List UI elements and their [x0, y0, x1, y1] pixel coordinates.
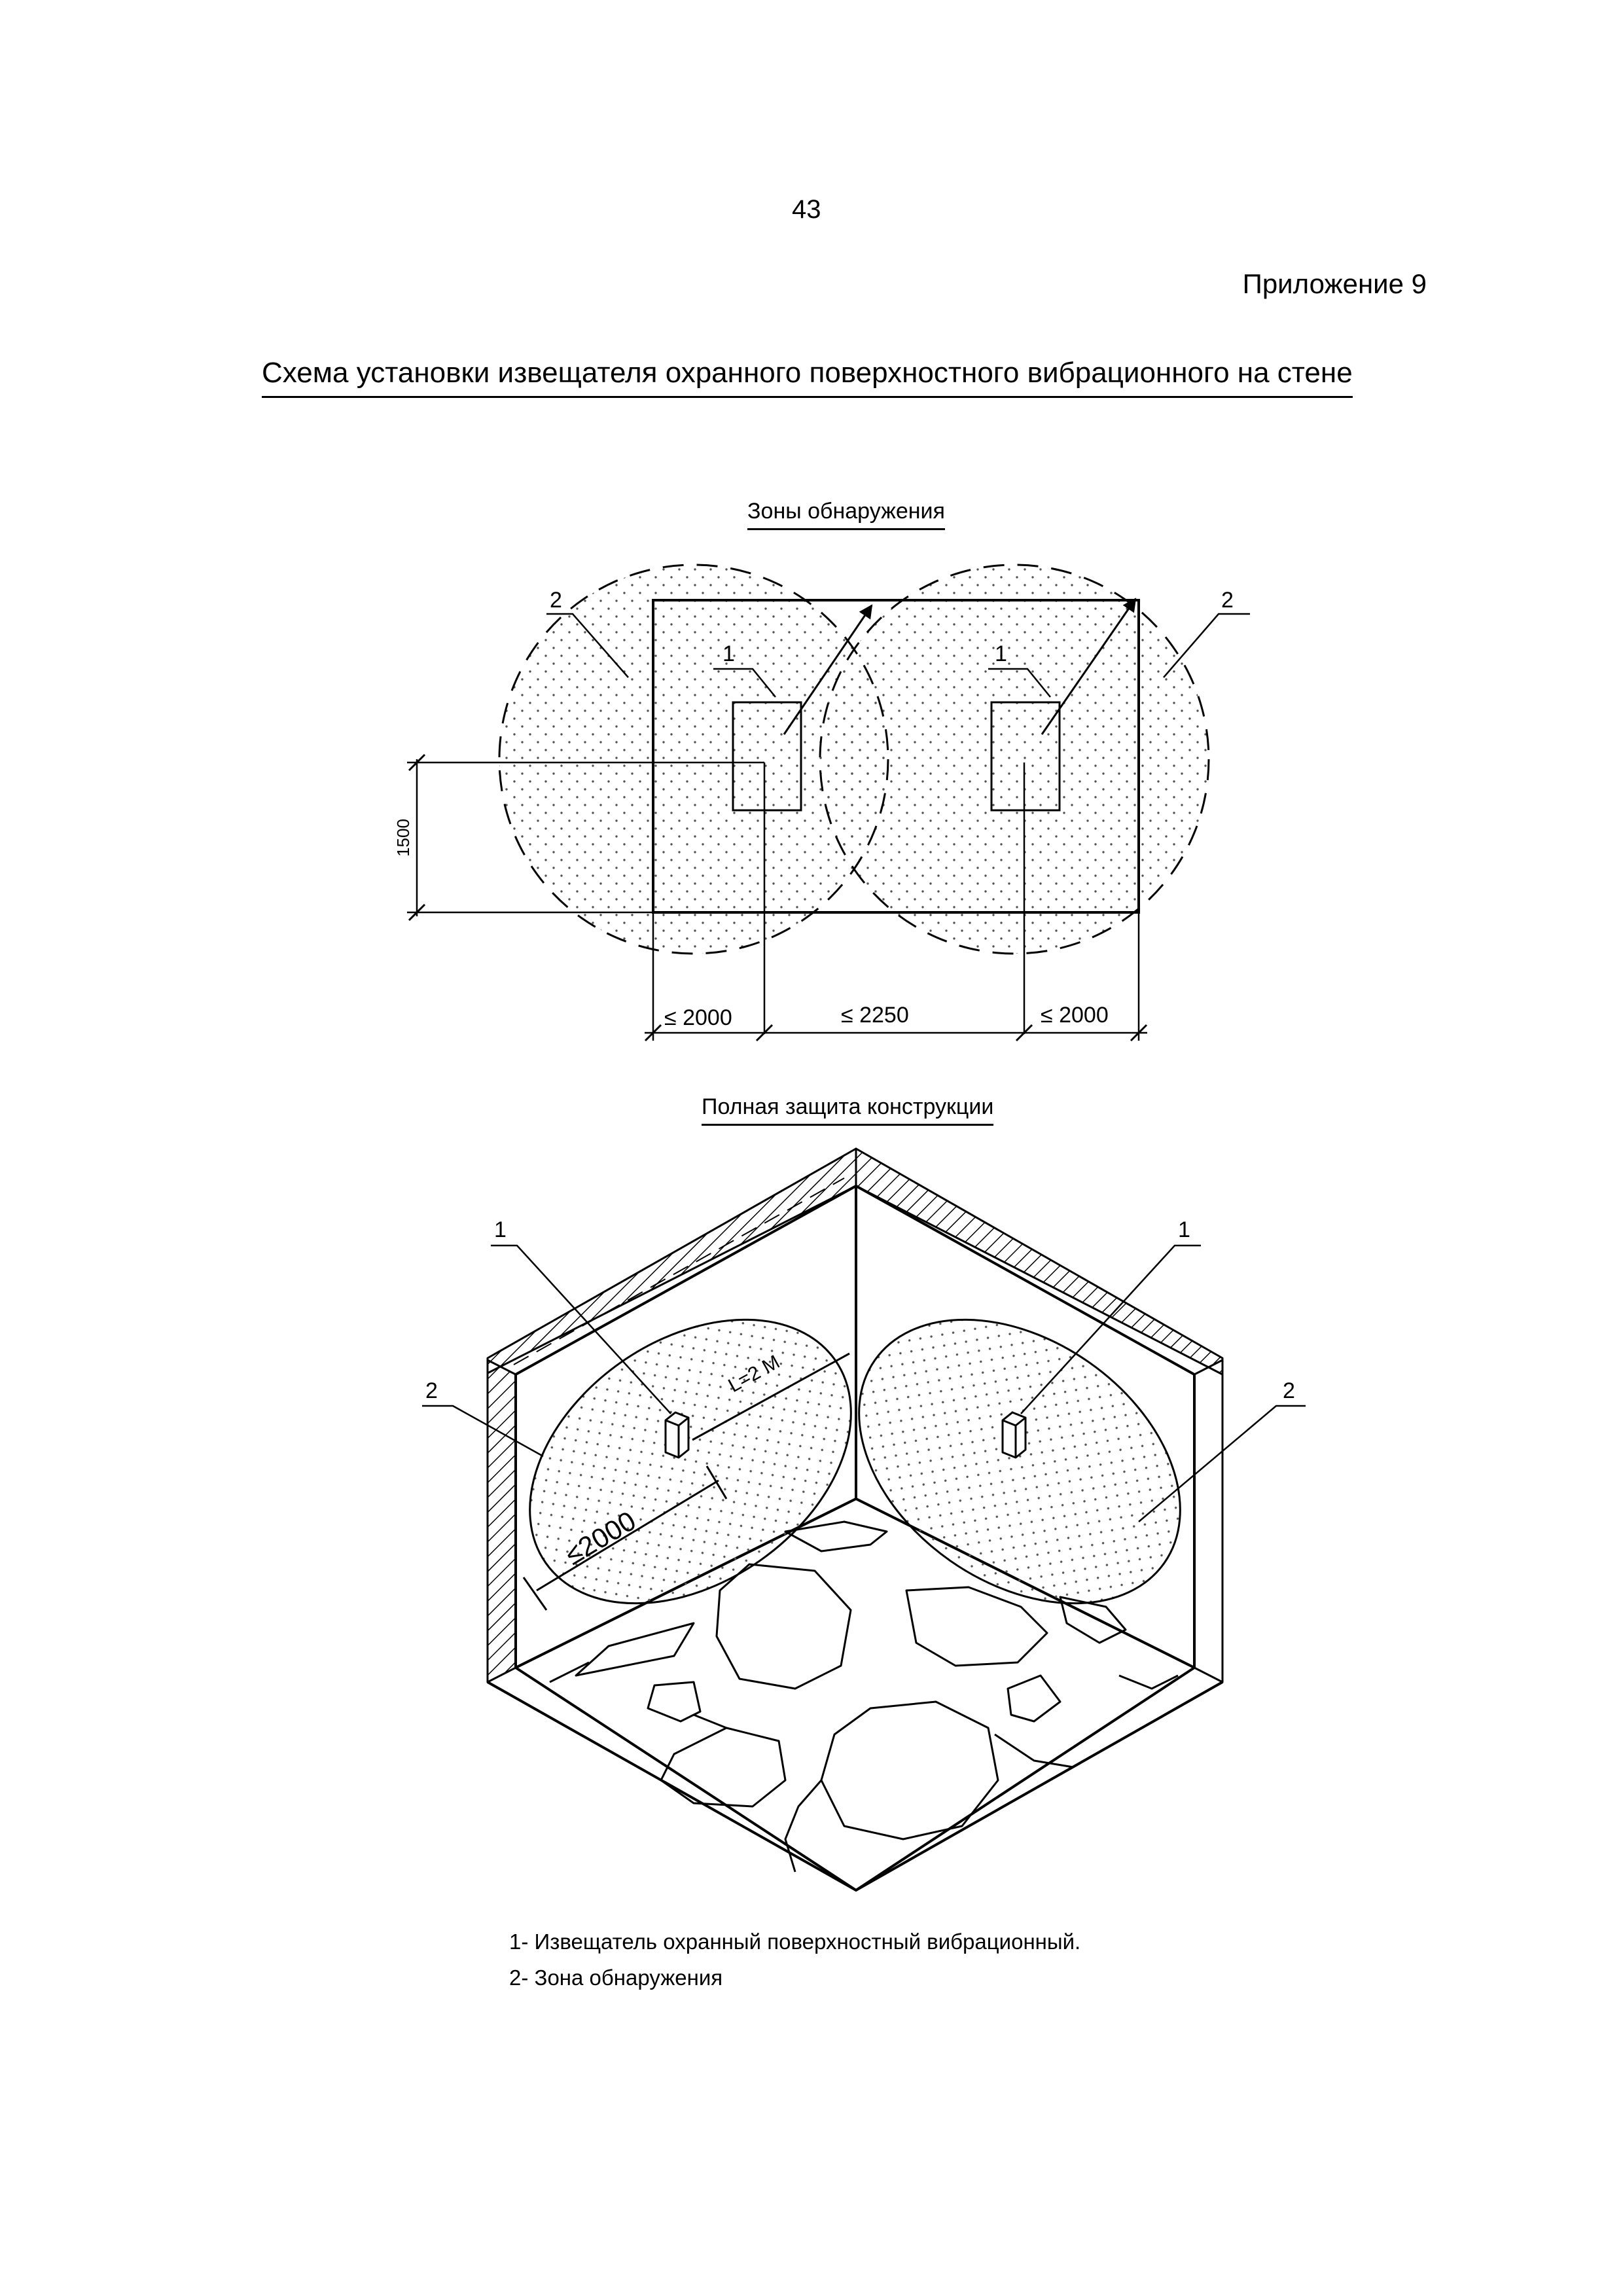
legend-item-zone: 2- Зона обнаружения — [509, 1965, 723, 1990]
detector-box-right — [1001, 1411, 1027, 1459]
callout-leader-2-right — [1138, 1405, 1306, 1522]
diameter-dimension-line — [536, 1479, 719, 1592]
detector-box-left — [664, 1411, 690, 1459]
full-protection-figure-title: Полная защита конструкции — [702, 1094, 994, 1126]
detector-left — [732, 701, 802, 812]
callout-leader-2-left — [546, 613, 629, 678]
detection-zone-right — [819, 564, 1210, 955]
zones-figure-title: Зоны обнаружения — [747, 499, 945, 530]
callout-leader-1-left — [491, 1244, 671, 1414]
page-title: Схема установки извещателя охранного пов… — [262, 357, 1353, 398]
zones-figure-labels: 2 2 1 1 1500 ≤ 2000 ≤ 2250 ≤ 2000 — [393, 588, 1234, 1030]
appendix-label: Приложение 9 — [1242, 268, 1427, 299]
zone-fill-right — [820, 565, 1209, 954]
callout-detector-left: 1 — [722, 641, 735, 666]
legend-item-detector: 1- Извещатель охранный поверхностный виб… — [509, 1929, 1081, 1954]
callout-detector-right: 1 — [995, 641, 1007, 666]
callout-zone-left-iso: 2 — [425, 1378, 438, 1403]
detection-zone-left — [498, 564, 889, 955]
wall-side-hatch-left — [486, 1359, 517, 1683]
zones-figure — [407, 564, 1250, 1042]
callout-leader-1-left — [713, 668, 776, 698]
callout-leader-1-right — [1020, 1244, 1201, 1414]
callout-leader-2-left — [422, 1405, 544, 1458]
dimension-height-label: 1500 — [393, 819, 413, 857]
callout-detector-right-iso: 1 — [1178, 1217, 1190, 1242]
callout-zone-left: 2 — [550, 588, 562, 613]
callout-zone-right: 2 — [1221, 588, 1234, 613]
callout-detector-left-iso: 1 — [494, 1217, 507, 1242]
floor-stones — [549, 1520, 1179, 1873]
dimension-middle-label: ≤ 2250 — [841, 1003, 909, 1028]
callout-zone-right-iso: 2 — [1283, 1378, 1295, 1403]
radius-arrow-right — [1041, 598, 1137, 735]
detector-right — [990, 701, 1061, 812]
callout-leader-1-right — [988, 668, 1051, 698]
page-number: 43 — [792, 195, 821, 224]
detection-zone-wall-right — [858, 1318, 1181, 1605]
radius-arrow-left — [783, 604, 873, 735]
callout-leader-2-right — [1163, 613, 1250, 678]
full-protection-figure — [422, 1147, 1306, 1892]
wall-side-right — [1193, 1359, 1224, 1683]
dimension-right-label: ≤ 2000 — [1041, 1003, 1109, 1028]
radius-line — [692, 1352, 850, 1441]
detection-zone-wall-left — [529, 1318, 852, 1605]
zone-fill-left — [499, 565, 888, 954]
wall-outline — [652, 599, 1140, 914]
dimension-left-label: ≤ 2000 — [664, 1005, 732, 1030]
